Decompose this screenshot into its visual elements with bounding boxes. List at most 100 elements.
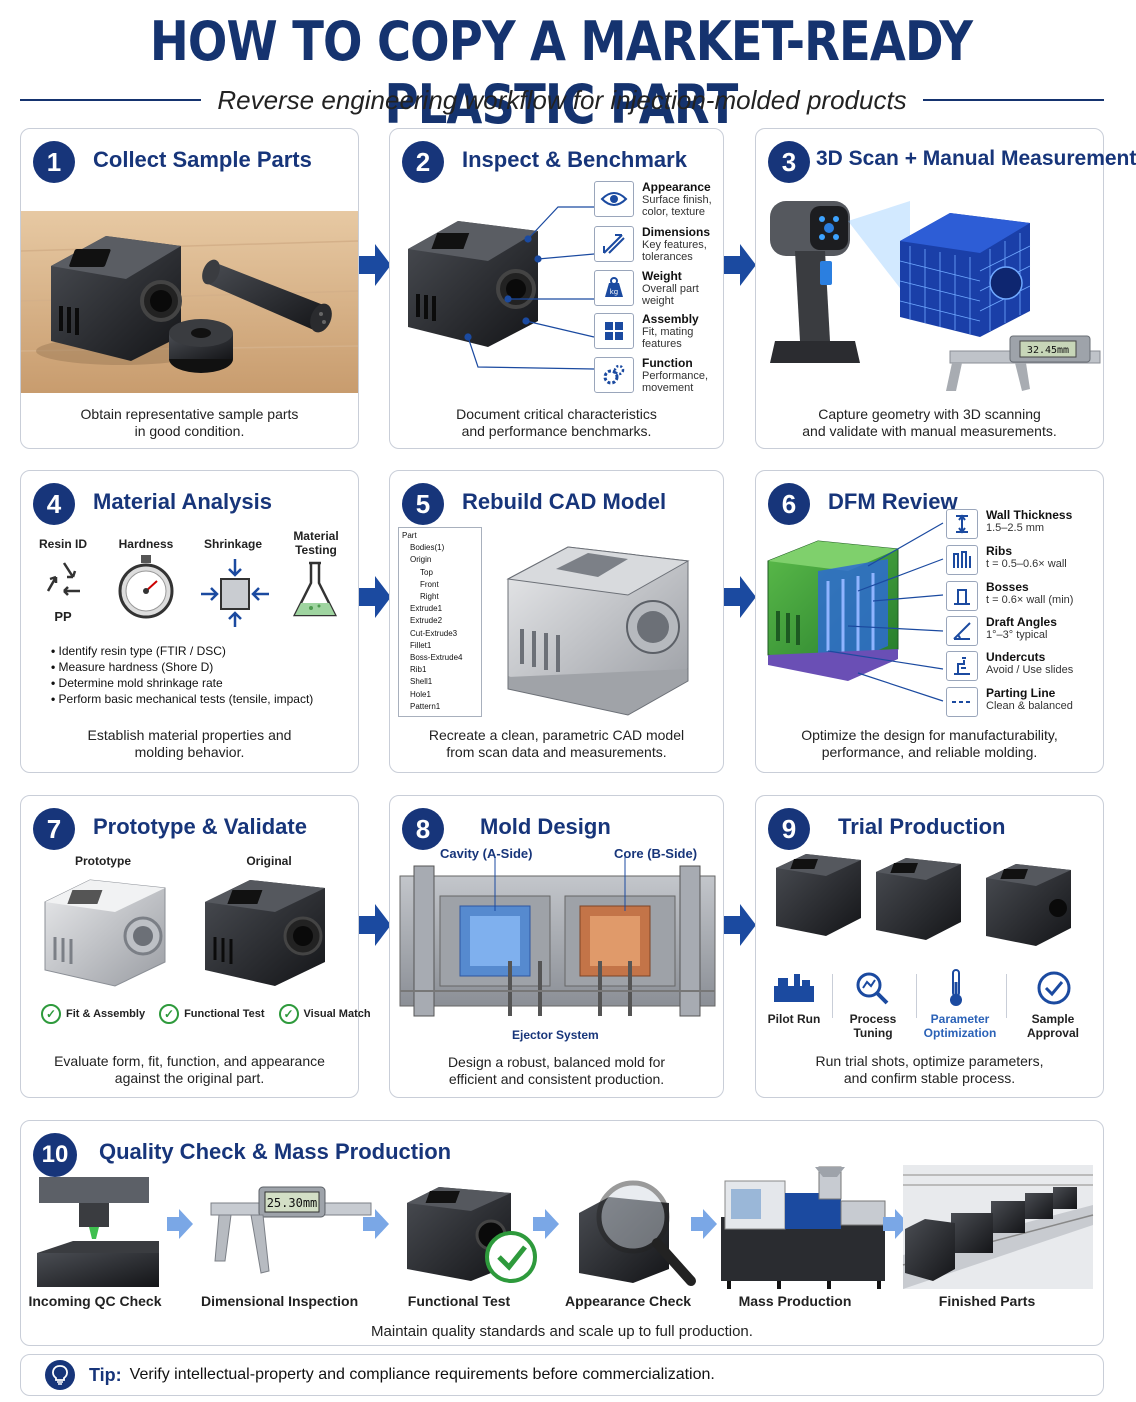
- step-caption: Optimize the design for manufacturabilit…: [766, 727, 1093, 761]
- tree-item[interactable]: Shell1: [410, 677, 433, 687]
- page-title: HOW TO COPY A MARKET-READY PLASTIC PART: [149, 10, 973, 136]
- mold-cross-section: [399, 856, 716, 1017]
- tool-label: Pilot Run: [767, 1012, 821, 1026]
- analysis-list: Identify resin type (FTIR / DSC) Measure…: [51, 643, 314, 707]
- test-label: Shrinkage: [203, 537, 263, 551]
- tree-item[interactable]: Part: [402, 531, 417, 540]
- caption-line: and performance benchmarks.: [461, 423, 652, 439]
- step-title: Rebuild CAD Model: [462, 489, 667, 514]
- feature-name: Parting Line: [986, 686, 1056, 700]
- flow-arrow-icon: [724, 904, 756, 946]
- cad-model-render: [506, 546, 690, 716]
- feature-desc: 1.5–2.5 mm: [986, 522, 1045, 534]
- flow-arrow-icon: [359, 244, 391, 286]
- feature-name: Bosses: [986, 580, 1029, 594]
- caliper-icon: [594, 226, 634, 262]
- undercut-icon: [946, 651, 978, 681]
- divider: [916, 974, 917, 1018]
- process-tuning-icon: [856, 972, 889, 1005]
- caption-line: Run trial shots, optimize parameters,: [815, 1053, 1044, 1069]
- check-item: ✓ Fit & Assembly: [41, 1004, 145, 1024]
- flow-arrow-icon: [359, 576, 391, 618]
- housing-callout-image: [408, 206, 595, 370]
- tip-banner: Tip: Verify intellectual-property and co…: [20, 1354, 1104, 1396]
- check-label: Functional Test: [184, 1008, 265, 1020]
- ribs-icon: [946, 545, 978, 575]
- feature-desc: Avoid / Use slides: [986, 664, 1074, 676]
- tree-item[interactable]: Boss-Extrude4: [410, 653, 463, 663]
- cad-feature-tree: Part Bodies(1) Origin Top Front Right Ex…: [398, 527, 482, 717]
- original-part-image: [205, 880, 325, 986]
- puzzle-icon: [594, 313, 634, 349]
- divider: [1006, 974, 1007, 1018]
- caption-line: molding behavior.: [134, 744, 245, 760]
- caption-line: Document critical characteristics: [456, 406, 657, 422]
- feature-desc: Fit, mating features: [642, 326, 694, 350]
- feature-name: Undercuts: [986, 650, 1046, 664]
- tree-item[interactable]: Fillet1: [410, 640, 432, 650]
- feature-desc: t = 0.5–0.6× wall: [986, 558, 1067, 570]
- caption-line: performance, and reliable molding.: [821, 744, 1038, 760]
- tree-item[interactable]: Pattern1: [410, 701, 441, 711]
- check-label: Fit & Assembly: [66, 1008, 146, 1020]
- tree-item[interactable]: Top: [420, 567, 433, 577]
- step-caption: Maintain quality standards and scale up …: [371, 1323, 753, 1340]
- eye-icon: [594, 181, 634, 217]
- test-label: Material Testing: [293, 529, 339, 557]
- feature-name: Assembly: [642, 312, 699, 326]
- stage-label: Functional Test: [407, 1293, 511, 1309]
- step-caption: Document critical characteristics and pe…: [400, 406, 713, 440]
- checkmark-icon: ✓: [41, 1004, 61, 1024]
- check-label: Visual Match: [303, 1008, 371, 1020]
- step-number: 8: [402, 808, 444, 850]
- step-10-card: 10 Quality Check & Mass Production 25.30…: [20, 1120, 1104, 1346]
- feature-name: Ribs: [986, 544, 1013, 558]
- tree-item[interactable]: Extrude1: [410, 604, 443, 614]
- flow-arrow-icon: [724, 576, 756, 618]
- flow-arrow-icon: [359, 904, 391, 946]
- sample-parts-photo: [20, 211, 359, 393]
- resin-code: PP: [54, 609, 72, 624]
- flask-icon: [292, 561, 338, 617]
- step-caption: Establish material properties and moldin…: [31, 727, 348, 761]
- wall-thickness-icon: [946, 509, 978, 539]
- tree-item[interactable]: Origin: [410, 555, 432, 565]
- step-3-card: 3 3D Scan + Manual Measurement 32.45mm C…: [755, 128, 1136, 449]
- caption-line: Obtain representative sample parts: [80, 406, 299, 422]
- step-caption: Design a robust, balanced mold for effic…: [400, 1054, 713, 1088]
- shrinkage-icon: [201, 559, 269, 627]
- feature-name: Function: [642, 356, 693, 370]
- caption-line: Evaluate form, fit, function, and appear…: [54, 1053, 325, 1069]
- check-item: ✓Visual Match: [278, 1004, 371, 1024]
- tree-item[interactable]: Hole1: [410, 689, 431, 699]
- tree-item[interactable]: Front: [420, 579, 439, 589]
- tree-item[interactable]: Right: [420, 592, 439, 602]
- stage-label: Finished Parts: [938, 1293, 1036, 1309]
- step-title: Inspect & Benchmark: [462, 147, 687, 172]
- tree-item[interactable]: Bodies(1): [410, 543, 445, 553]
- caption-line: and validate with manual measurements.: [802, 423, 1057, 439]
- tip-text: Verify intellectual-property and complia…: [129, 1366, 715, 1383]
- list-item: Perform basic mechanical tests (tensile,…: [51, 691, 314, 707]
- tool-label: Parameter Optimization: [923, 1012, 997, 1040]
- step-number: 10: [33, 1133, 77, 1177]
- tree-item[interactable]: Cut-Extrude3: [410, 628, 458, 638]
- page-subtitle: Reverse engineering workflow for injecti…: [217, 84, 907, 115]
- tree-item[interactable]: Rib1: [410, 665, 427, 675]
- tree-item[interactable]: Extrude2: [410, 616, 443, 626]
- caption-line: Capture geometry with 3D scanning: [818, 406, 1041, 422]
- list-item: Determine mold shrinkage rate: [51, 675, 313, 691]
- incoming-qc-image: [37, 1177, 159, 1287]
- step-caption: Run trial shots, optimize parameters, an…: [766, 1053, 1093, 1087]
- caliper-readout: 25.30mm: [267, 1196, 318, 1210]
- check-item: ✓Functional Test: [159, 1004, 265, 1024]
- ejector-label: Ejector System: [512, 1028, 599, 1042]
- flow-arrow-icon: [533, 1209, 559, 1239]
- caption-line: in good condition.: [134, 423, 245, 439]
- feature-desc: Surface finish, color, texture: [642, 194, 712, 218]
- step-title: Mold Design: [480, 814, 611, 839]
